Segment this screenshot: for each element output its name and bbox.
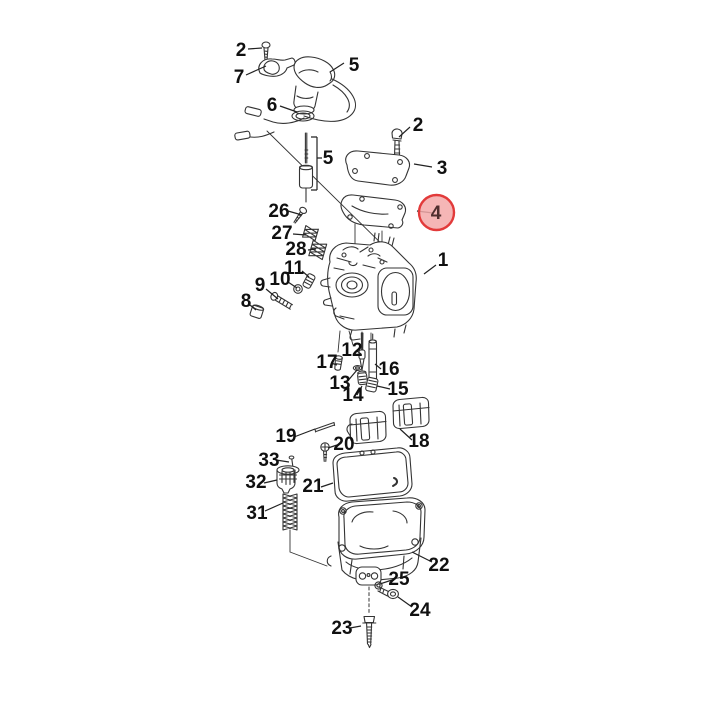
part-gasket-4 — [340, 194, 407, 229]
part-needle-assembly-5 — [298, 132, 314, 203]
highlight-circle — [417, 193, 456, 232]
part-spring-28 — [308, 239, 328, 261]
part-drain-screw-24 — [377, 586, 399, 600]
part-jet-15 — [365, 376, 379, 393]
part-spring-31 — [282, 493, 328, 567]
callout-label: 1 — [438, 250, 449, 271]
leader-lines — [245, 47, 437, 629]
part-float-bowl-22 — [326, 497, 426, 586]
callout-label: 24 — [409, 600, 431, 621]
part-jet-14 — [357, 370, 368, 386]
callout-label: 26 — [268, 201, 289, 222]
callout-label: 20 — [333, 434, 354, 455]
part-solenoid-5 — [234, 56, 357, 141]
callout-label: 14 — [342, 385, 364, 406]
part-carburetor-body-1 — [320, 232, 417, 353]
callout-label: 25 — [388, 569, 410, 590]
callout-label: 5 — [349, 55, 360, 76]
callout-label: 17 — [316, 352, 337, 373]
part-bolt-23 — [362, 615, 377, 649]
part-oring-6 — [291, 110, 315, 122]
part-needle-12 — [358, 332, 366, 371]
callout-label: 5 — [323, 148, 334, 169]
callout-label: 2 — [236, 40, 247, 61]
part-clip-13 — [352, 365, 363, 371]
part-screw-20 — [320, 442, 330, 462]
callout-label-highlighted: 4 — [431, 203, 442, 224]
part-jet-17 — [334, 355, 343, 371]
callout-label: 18 — [408, 431, 429, 452]
callout-label: 32 — [245, 472, 266, 493]
callout-label: 12 — [341, 340, 362, 361]
callout-label: 28 — [285, 239, 306, 260]
part-jet-11 — [302, 273, 316, 289]
callout-label: 13 — [329, 373, 350, 394]
callout-label: 22 — [428, 555, 449, 576]
callout-label: 15 — [387, 379, 409, 400]
callout-label: 6 — [267, 95, 278, 116]
part-screw-top-left — [261, 41, 271, 61]
leader-lines-path — [245, 47, 437, 629]
callout-label: 33 — [258, 450, 279, 471]
part-cap-8 — [249, 304, 265, 319]
callout-label: 19 — [275, 426, 296, 447]
callout-label: 16 — [378, 359, 399, 380]
part-oring-10 — [293, 284, 303, 294]
part-pin-19 — [314, 421, 336, 433]
callout-label: 31 — [246, 503, 268, 524]
part-bowl-gasket-21 — [332, 447, 413, 502]
callout-label: 11 — [284, 258, 305, 279]
part-tube-16 — [368, 333, 378, 383]
part-screw-top-right — [391, 128, 403, 158]
callout-label: 7 — [234, 67, 245, 88]
callout-label: 23 — [331, 618, 352, 639]
callout-label: 27 — [271, 223, 292, 244]
callout-labels: 2 7 5 6 2 5 3 4 1 26 27 28 11 10 9 8 17 … — [234, 40, 450, 639]
callout-label: 10 — [269, 269, 290, 290]
part-drawings — [234, 41, 430, 649]
part-main-jet-32 — [276, 465, 300, 494]
part-screw-9 — [270, 291, 293, 310]
part-bracket-7 — [258, 57, 296, 77]
highlight-marker — [417, 193, 456, 232]
part-screw-26 — [293, 206, 308, 224]
part-spring-27 — [302, 225, 319, 242]
part-float-18 — [346, 396, 430, 445]
bracket-callout-5 — [311, 136, 322, 191]
callout-label: 21 — [302, 476, 324, 497]
callout-label: 3 — [437, 158, 448, 179]
callout-label: 9 — [255, 275, 266, 296]
callout-label: 2 — [413, 115, 424, 136]
part-cover-plate-3 — [345, 150, 411, 186]
callout-label: 8 — [241, 291, 252, 312]
